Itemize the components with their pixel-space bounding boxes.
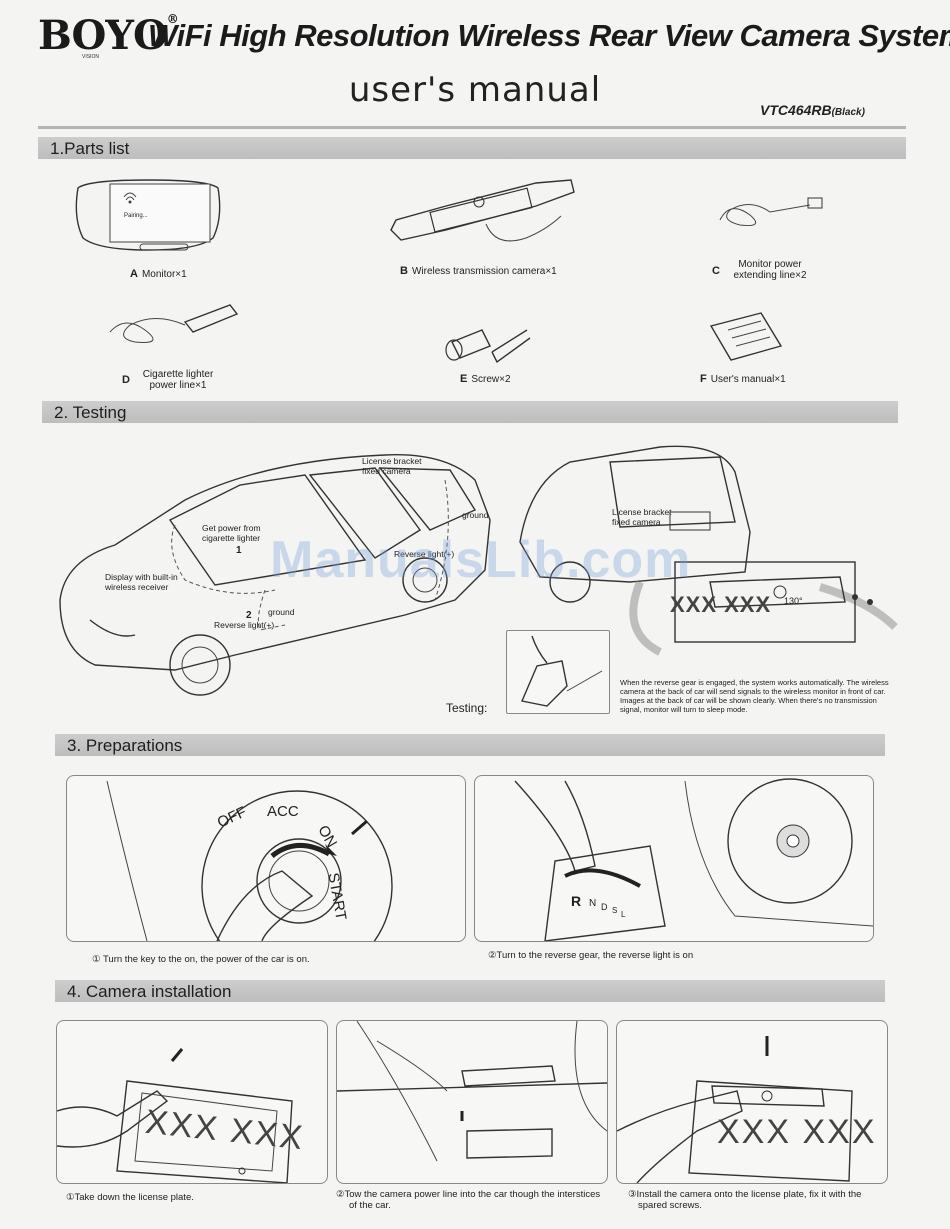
gear-panel: R N D S L [474,775,874,942]
watermark: ManualsLib.com [270,531,692,589]
testing-label: Testing: [446,701,488,715]
preparation-step-2: ②Turn to the reverse gear, the reverse l… [488,950,694,961]
ground-callout-1: ground [268,607,295,617]
screw-illustration [445,329,531,364]
header-rule [38,126,906,129]
section-bar-testing: 2. Testing [42,401,898,423]
testing-note: When the reverse gear is engaged, the sy… [620,678,889,714]
ignition-panel: OFF ACC ON START [66,775,466,942]
gear-n: N [589,898,597,909]
part-c-letter: C [712,265,720,277]
section-bar-parts-list: 1.Parts list [38,137,906,159]
preparation-step-1: ① Turn the key to the on, the power of t… [92,954,310,965]
part-d-letter: D [122,374,130,386]
section-bar-preparations: 3. Preparations [55,734,885,756]
rear-plate-text: XXX XXX [670,592,772,617]
monitor-illustration [75,179,221,251]
power-line-illustration [719,197,823,226]
cigarette-lighter-illustration [109,304,239,343]
install-step-1: ①Take down the license plate. [66,1192,194,1203]
gear-l: L [621,910,626,919]
ignition-acc: ACC [267,803,299,820]
brand-logo: BOYO® [38,12,179,59]
reverse-light-callout: Reverse light(+) [214,620,275,630]
section-bar-camera-installation: 4. Camera installation [55,980,885,1002]
callout-number-1: 1 [236,545,242,556]
install-panel-1: XXX XXX [56,1020,328,1184]
gear-s: S [612,906,618,915]
install-panel-2 [336,1020,608,1184]
document-title: WiFi High Resolution Wireless Rear View … [148,18,950,53]
gear-r: R [571,893,582,909]
install-step-2: ②Tow the camera power line into the car … [336,1189,601,1211]
camera-angle-label: 130° [784,596,803,606]
brand-sub: VISION [82,54,99,60]
reverse-light-callout-2: Reverse light(+) [394,549,455,559]
monitor-screen-text: Pairing... [124,213,148,219]
car-rear-illustration [519,445,898,656]
document-subtitle: user's manual [348,70,602,110]
gear-d: D [601,902,608,912]
install-panel-3: XXX XXX [616,1020,888,1184]
car-side-illustration [59,454,491,696]
manual-illustration [709,312,783,361]
model-number: VTC464RB(Black) [760,102,865,118]
install-plate-3: XXX XXX [717,1113,877,1151]
camera-bar-illustration [390,179,575,242]
gear-shift-inset [506,630,610,714]
callout-number-2: 2 [246,610,252,621]
ground-callout-2: ground [462,510,489,520]
install-step-3: ③Install the camera onto the license pla… [628,1189,862,1211]
